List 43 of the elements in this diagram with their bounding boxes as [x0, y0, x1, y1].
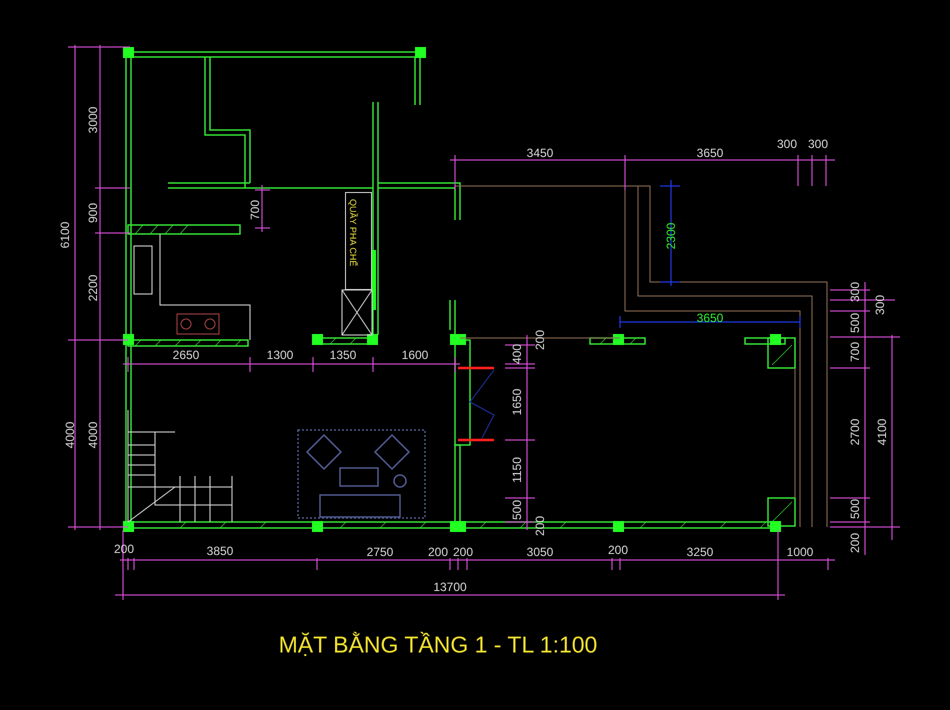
dimension-text: 2700	[849, 418, 861, 446]
dimension-text: 3000	[87, 106, 99, 134]
dimension-text: 3650	[696, 312, 724, 324]
drawing-title: MẶT BẰNG TẦNG 1 - TL 1:100	[278, 632, 598, 658]
dimension-text: 3050	[526, 546, 554, 558]
dimension-text: 4000	[64, 422, 76, 448]
dimension-text: 200	[849, 532, 861, 554]
dimension-text: 2650	[172, 349, 200, 361]
dimension-text: 1000	[786, 546, 814, 558]
dimension-text: 3250	[686, 546, 714, 558]
dimension-text: 700	[249, 200, 261, 220]
dimension-text: 6100	[59, 222, 71, 248]
dimension-text: 200	[608, 544, 628, 556]
dimension-text: 300	[776, 138, 798, 150]
dimension-text: 3850	[206, 545, 234, 557]
dimension-text: 1300	[266, 349, 294, 361]
dimension-text: 500	[511, 500, 523, 520]
dimension-text: 13700	[433, 581, 467, 593]
dimension-text: 700	[849, 342, 861, 362]
dimension-text: 200	[534, 516, 546, 536]
dimension-text: 500	[849, 498, 861, 520]
dimension-text: 900	[87, 202, 99, 224]
dimension-text: 4100	[876, 418, 888, 446]
dimension-text: 200	[452, 546, 474, 558]
dimension-text: 2300	[665, 222, 677, 250]
dimension-text: 400	[511, 344, 523, 364]
dimension-text: 300	[849, 282, 861, 302]
dimension-text: 300	[808, 138, 828, 150]
dimension-text: 2200	[87, 274, 99, 302]
dimension-text: 200	[534, 330, 546, 350]
dimension-text: 4000	[87, 422, 99, 448]
counter-outline	[345, 192, 372, 290]
room-label: QUẦY PHA CHẾ	[348, 199, 357, 266]
dimension-text: 1650	[511, 388, 523, 416]
dimension-text: 3650	[696, 147, 724, 159]
dimension-text: 1600	[402, 349, 428, 361]
dimension-text: 1350	[330, 349, 356, 361]
dimension-text: 200	[428, 546, 448, 558]
dimension-text: 1150	[511, 457, 523, 483]
dimension-text: 500	[849, 312, 861, 334]
dimension-text: 300	[874, 294, 886, 316]
dimension-text: 3450	[526, 147, 554, 159]
dimension-text: 2750	[366, 546, 394, 558]
